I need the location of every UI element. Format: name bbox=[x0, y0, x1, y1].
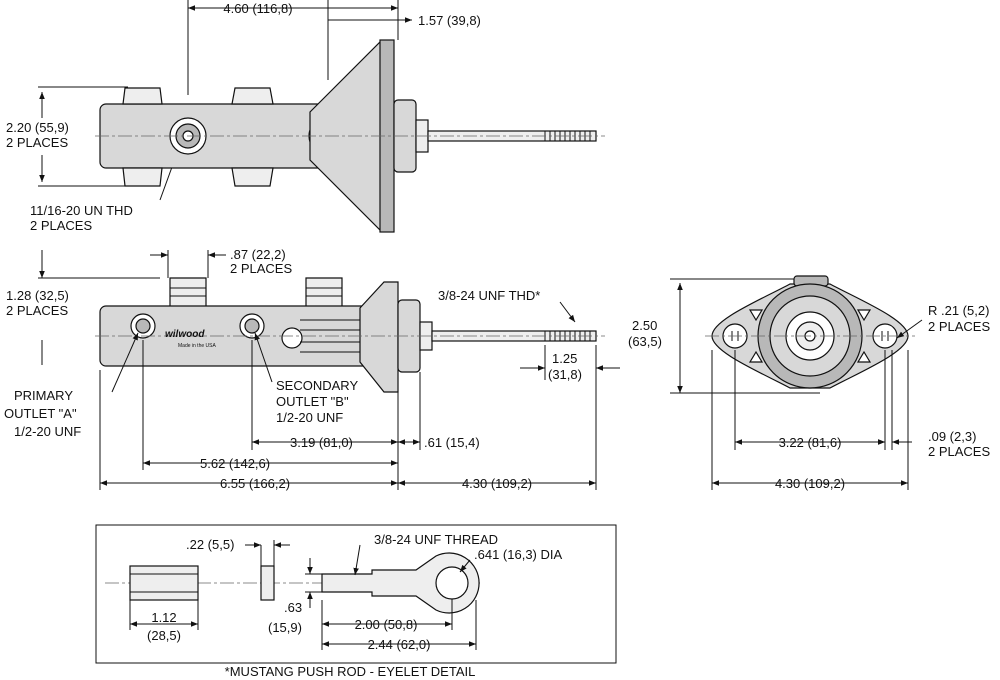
dim-port-places: 2 PLACES bbox=[230, 261, 292, 276]
dim-flange: 1.57 (39,8) bbox=[418, 13, 481, 28]
dim-430-end: 4.30 (109,2) bbox=[775, 476, 845, 491]
rod-thread: 3/8-24 UNF THD* bbox=[438, 288, 540, 303]
push-rod-detail: .22 (5,5) 1.12 (28,5) .63 (15,9) 3/8-24 … bbox=[95, 524, 617, 679]
secondary-outlet-thread: 1/2-20 UNF bbox=[276, 410, 343, 425]
dim-244: 2.44 (62,0) bbox=[368, 637, 431, 652]
dim-length: 4.60 (116,8) bbox=[223, 1, 292, 16]
dim-562: 5.62 (142,6) bbox=[200, 456, 270, 471]
port-thread-places: 2 PLACES bbox=[30, 218, 92, 233]
end-view: 2.50 (63,5) R .21 (5,2) 2 PLACES 3.22 (8… bbox=[628, 275, 990, 491]
dim-322: 3.22 (81,6) bbox=[779, 435, 842, 450]
port-thread: 11/16-20 UN THD bbox=[30, 203, 133, 218]
dim-112: 1.12 bbox=[151, 610, 176, 625]
dim-end-height-mm: (63,5) bbox=[628, 334, 662, 349]
made-in-text: Made in the USA bbox=[178, 343, 216, 349]
secondary-outlet: SECONDARY bbox=[276, 378, 358, 393]
dim-radius-places: 2 PLACES bbox=[928, 319, 990, 334]
detail-caption: *MUSTANG PUSH ROD - EYELET DETAIL bbox=[225, 664, 476, 679]
dim-200: 2.00 (50,8) bbox=[355, 617, 418, 632]
dim-side-height-places: 2 PLACES bbox=[6, 303, 68, 318]
dim-112-mm: (28,5) bbox=[147, 628, 181, 643]
top-view: 4.60 (116,8) 1.57 (39,8) 2.20 (55,9) 2 P… bbox=[6, 0, 605, 233]
dim-430-side: 4.30 (109,2) bbox=[462, 476, 532, 491]
dim-063: .63 bbox=[284, 600, 302, 615]
side-view: wilwood Made in the USA .87 (22,2) 2 PLA… bbox=[4, 247, 620, 491]
dim-radius: R .21 (5,2) bbox=[928, 303, 989, 318]
dim-height-places: 2 PLACES bbox=[6, 135, 68, 150]
logo-text: wilwood bbox=[165, 329, 205, 340]
dim-022: .22 (5,5) bbox=[186, 537, 234, 552]
dim-061: .61 (15,4) bbox=[424, 435, 480, 450]
detail-dia: .641 (16,3) DIA bbox=[474, 547, 562, 562]
rod-length: 1.25 bbox=[552, 351, 577, 366]
detail-thread: 3/8-24 UNF THREAD bbox=[374, 532, 498, 547]
dim-063-mm: (15,9) bbox=[268, 620, 302, 635]
dim-009: .09 (2,3) bbox=[928, 429, 976, 444]
dim-655: 6.55 (166,2) bbox=[220, 476, 290, 491]
rod-length-mm: (31,8) bbox=[548, 367, 582, 382]
primary-outlet-name: OUTLET "A" bbox=[4, 406, 77, 421]
dim-319: 3.19 (81,0) bbox=[290, 435, 353, 450]
dim-side-height: 1.28 (32,5) bbox=[6, 288, 69, 303]
dim-009-places: 2 PLACES bbox=[928, 444, 990, 459]
primary-outlet: PRIMARY bbox=[14, 388, 73, 403]
dim-port-spacing: .87 (22,2) bbox=[230, 247, 286, 262]
dim-height: 2.20 (55,9) bbox=[6, 120, 69, 135]
secondary-outlet-name: OUTLET "B" bbox=[276, 394, 349, 409]
primary-outlet-thread: 1/2-20 UNF bbox=[14, 424, 81, 439]
dim-end-height: 2.50 bbox=[632, 318, 657, 333]
